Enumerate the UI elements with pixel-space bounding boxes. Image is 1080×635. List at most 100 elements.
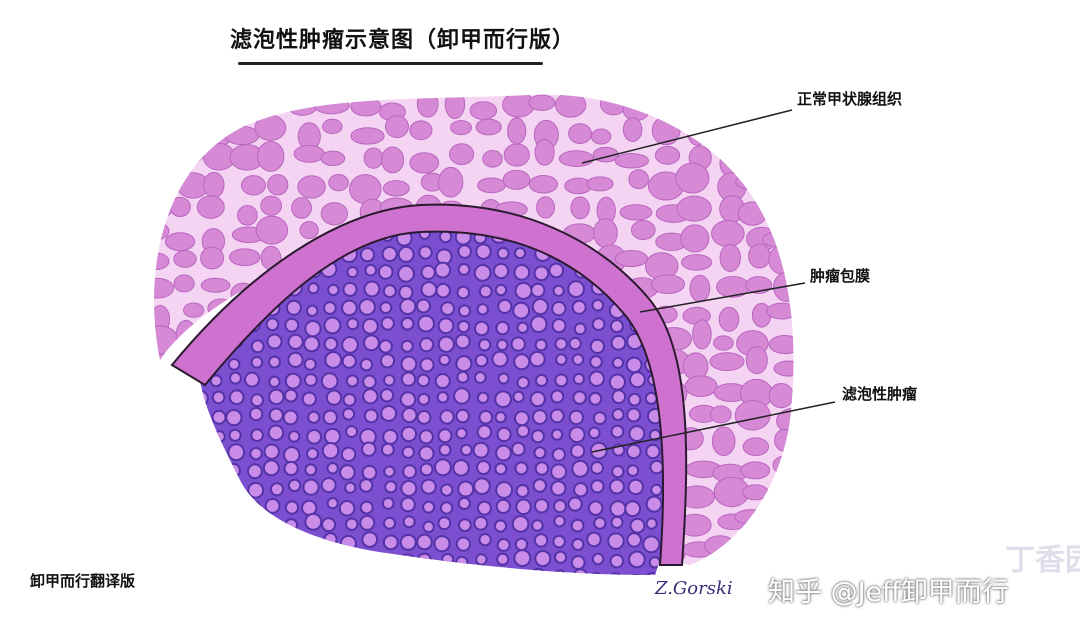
tumor-follicle: [325, 389, 343, 406]
tumor-follicle: [420, 478, 437, 495]
tumor-follicle: [513, 263, 531, 281]
normal-follicle: [444, 94, 466, 120]
normal-follicle: [154, 173, 167, 192]
normal-follicle: [772, 454, 794, 476]
tumor-follicle: [358, 298, 376, 316]
tumor-follicle: [397, 245, 415, 263]
tumor-follicle: [268, 388, 285, 406]
tumor-follicle: [438, 443, 452, 457]
tumor-follicle: [384, 480, 398, 494]
normal-follicle: [320, 569, 353, 589]
normal-follicle: [719, 243, 741, 272]
tumor-follicle: [399, 568, 417, 575]
normal-follicle: [350, 96, 382, 117]
tumor-capsule-band: [170, 203, 688, 566]
tumor-follicle: [550, 389, 565, 404]
tumor-follicle: [418, 245, 433, 260]
tumor-follicle: [589, 338, 606, 355]
normal-follicle: [200, 277, 231, 293]
tumor-follicle: [415, 569, 433, 575]
tumor-follicle: [648, 556, 661, 569]
tumor-follicle: [287, 430, 301, 443]
artist-signature: Z.Gorski: [655, 578, 733, 599]
tumor-follicle: [570, 518, 585, 533]
normal-follicle: [403, 562, 438, 566]
tumor-follicle: [441, 553, 455, 567]
tumor-follicle: [592, 411, 607, 426]
tumor-follicle: [438, 353, 451, 367]
tumor-follicle: [590, 460, 604, 475]
tumor-follicle: [533, 265, 550, 282]
tumor-follicle: [495, 498, 511, 514]
tumor-follicle: [454, 568, 471, 575]
normal-follicle: [169, 196, 191, 218]
normal-follicle: [774, 482, 794, 512]
tumor-follicle: [454, 333, 471, 350]
normal-follicle: [773, 360, 794, 377]
tumor-follicle: [573, 482, 589, 498]
normal-follicle: [237, 204, 258, 226]
tumor-follicle: [457, 496, 471, 511]
tumor-follicle: [455, 408, 470, 424]
normal-follicle: [507, 117, 527, 145]
normal-follicle: [477, 177, 506, 194]
tumor-follicle: [571, 299, 587, 315]
normal-follicle: [712, 563, 734, 566]
tumor-follicle: [287, 333, 304, 350]
tumor-follicle: [287, 478, 302, 493]
normal-follicle: [502, 569, 524, 584]
tumor-follicle: [307, 410, 321, 424]
normal-follicle: [750, 147, 772, 167]
tumor-follicle: [553, 515, 566, 528]
tumor-follicle: [550, 480, 567, 497]
tumor-follicle: [611, 389, 627, 405]
normal-follicle: [196, 195, 225, 219]
normal-follicle: [154, 221, 170, 241]
tumor-follicle: [572, 568, 589, 575]
normal-follicle: [716, 97, 750, 123]
normal-follicle: [297, 538, 320, 566]
tumor-follicle: [205, 554, 223, 572]
tumor-follicle: [513, 549, 532, 567]
normal-follicle: [154, 192, 174, 219]
normal-follicle: [154, 560, 173, 566]
normal-follicle: [650, 274, 685, 295]
normal-follicle: [768, 245, 794, 275]
normal-follicle: [238, 517, 263, 533]
normal-follicle: [183, 302, 205, 318]
normal-follicle: [502, 169, 531, 190]
tumor-follicle: [493, 570, 507, 575]
tumor-follicle: [571, 459, 590, 478]
tumor-follicle: [475, 243, 492, 260]
normal-follicle: [558, 150, 594, 167]
normal-follicle: [769, 507, 794, 537]
tumor-follicle: [262, 459, 280, 477]
normal-follicle: [711, 426, 736, 457]
tumor-follicle: [510, 336, 526, 352]
tumor-follicle: [553, 550, 568, 564]
tumor-follicle: [555, 353, 568, 366]
tumor-follicle: [265, 519, 279, 533]
normal-follicle: [622, 117, 643, 142]
tumor-follicle: [304, 463, 318, 477]
tumor-follicle: [398, 284, 414, 301]
tumor-follicle: [382, 428, 399, 445]
tumor-follicle: [382, 284, 397, 299]
normal-follicle: [555, 94, 587, 118]
tumor-follicle: [457, 480, 475, 498]
tumor-follicle: [416, 533, 433, 551]
tumor-follicle: [626, 407, 642, 423]
normal-follicle: [771, 536, 794, 566]
normal-follicle: [169, 378, 192, 402]
tumor-follicle: [383, 516, 397, 530]
tumor-follicle: [476, 571, 491, 575]
normal-follicle: [240, 175, 266, 196]
tumor-follicle: [611, 356, 625, 369]
tumor-follicle: [550, 463, 568, 481]
tumor-follicle: [382, 573, 396, 575]
tumor-follicle: [380, 442, 395, 457]
tumor-follicle: [608, 373, 626, 391]
tumor-follicle: [422, 500, 436, 514]
tumor-follicle: [433, 535, 451, 553]
tumor-follicle: [514, 461, 529, 476]
